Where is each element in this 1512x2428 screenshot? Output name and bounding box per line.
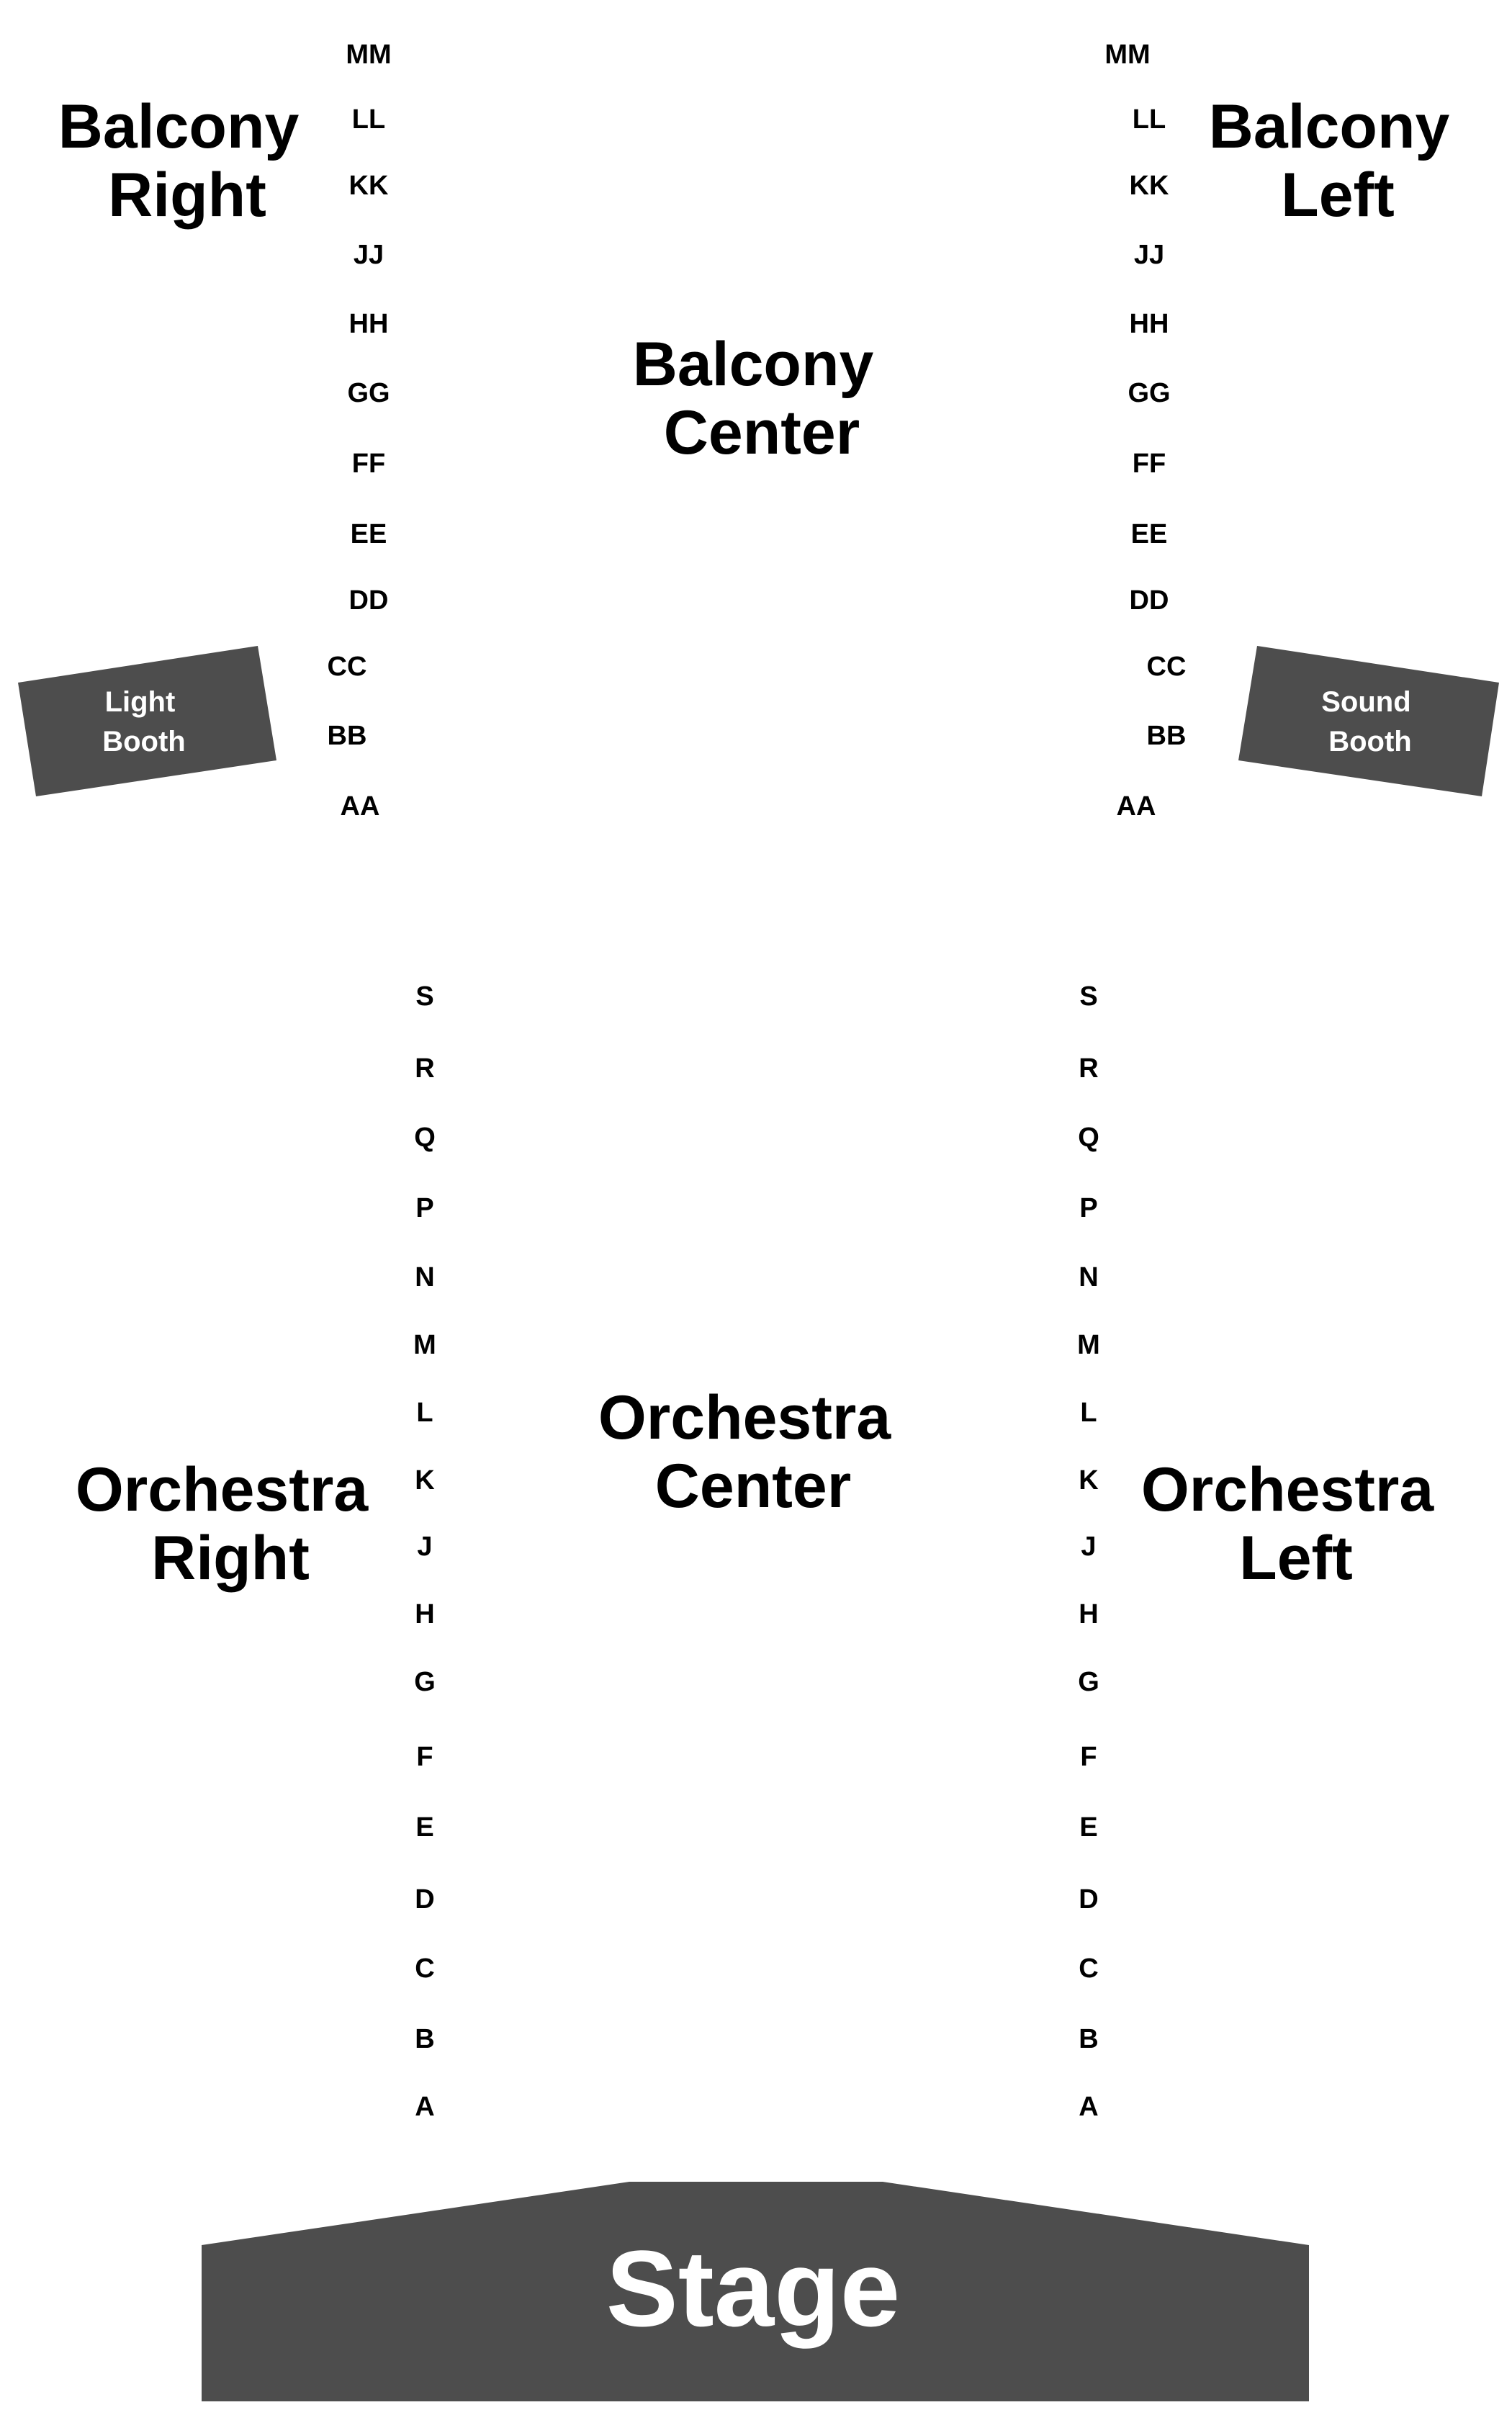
balcony-right-row-gg[interactable]: GG bbox=[347, 378, 390, 408]
orchestra-left-row-m[interactable]: M bbox=[1077, 1330, 1100, 1360]
orchestra-right-row-l[interactable]: L bbox=[416, 1398, 433, 1428]
sound-booth[interactable]: Sound Booth bbox=[1238, 646, 1499, 796]
section-orchestra-center[interactable]: Orchestra Center bbox=[598, 1383, 908, 1521]
balcony-left-row-hh[interactable]: HH bbox=[1130, 309, 1169, 339]
orchestra-left-row-labels: S R Q P N M L K J H G F E D C B A bbox=[1077, 981, 1100, 2122]
orchestra-left-row-s[interactable]: S bbox=[1079, 981, 1097, 1012]
section-balcony-right-line1: Balcony bbox=[58, 92, 300, 161]
balcony-left-row-ee[interactable]: EE bbox=[1131, 519, 1168, 549]
orchestra-left-row-d[interactable]: D bbox=[1079, 1884, 1098, 1915]
sound-booth-label-line2: Booth bbox=[1328, 726, 1412, 757]
orchestra-left-row-p[interactable]: P bbox=[1079, 1193, 1097, 1223]
section-balcony-right[interactable]: Balcony Right bbox=[58, 92, 316, 230]
balcony-left-row-aa[interactable]: AA bbox=[1117, 791, 1156, 822]
orchestra-right-row-a[interactable]: A bbox=[415, 2092, 434, 2122]
balcony-left-row-bb[interactable]: BB bbox=[1147, 721, 1187, 751]
section-orchestra-right[interactable]: Orchestra Right bbox=[76, 1455, 385, 1593]
orchestra-right-row-j[interactable]: J bbox=[417, 1532, 432, 1562]
light-booth-shape bbox=[18, 646, 276, 796]
section-orchestra-center-line1: Orchestra bbox=[598, 1383, 891, 1452]
stage-shape bbox=[202, 2182, 1309, 2401]
balcony-left-row-dd[interactable]: DD bbox=[1130, 585, 1169, 616]
section-balcony-center[interactable]: Balcony Center bbox=[633, 330, 891, 467]
light-booth[interactable]: Light Booth bbox=[18, 646, 276, 796]
balcony-left-row-jj[interactable]: JJ bbox=[1134, 240, 1164, 270]
orchestra-left-row-e[interactable]: E bbox=[1079, 1812, 1097, 1843]
orchestra-left-row-q[interactable]: Q bbox=[1078, 1123, 1099, 1153]
balcony-right-row-ll[interactable]: LL bbox=[352, 104, 385, 135]
orchestra-right-row-h[interactable]: H bbox=[415, 1599, 434, 1629]
orchestra-right-row-q[interactable]: Q bbox=[414, 1123, 436, 1153]
balcony-right-row-ee[interactable]: EE bbox=[351, 519, 387, 549]
section-balcony-center-line2: Center bbox=[664, 398, 860, 467]
balcony-left-row-ll[interactable]: LL bbox=[1133, 104, 1166, 135]
orchestra-right-row-e[interactable]: E bbox=[415, 1812, 433, 1843]
orchestra-right-row-n[interactable]: N bbox=[415, 1262, 434, 1292]
balcony-right-row-bb[interactable]: BB bbox=[328, 721, 367, 751]
section-balcony-center-line1: Balcony bbox=[633, 330, 874, 399]
orchestra-left-row-n[interactable]: N bbox=[1079, 1262, 1098, 1292]
balcony-left-row-cc[interactable]: CC bbox=[1147, 652, 1187, 682]
orchestra-right-row-b[interactable]: B bbox=[415, 2024, 434, 2054]
balcony-right-row-ff[interactable]: FF bbox=[352, 449, 385, 479]
balcony-right-row-jj[interactable]: JJ bbox=[354, 240, 384, 270]
balcony-right-row-mm[interactable]: MM bbox=[346, 40, 391, 70]
light-booth-label-line2: Booth bbox=[102, 726, 186, 757]
sound-booth-label: Sound Booth bbox=[1321, 686, 1419, 757]
balcony-left-row-kk[interactable]: KK bbox=[1130, 171, 1169, 201]
orchestra-right-row-k[interactable]: K bbox=[415, 1465, 435, 1496]
balcony-right-row-aa[interactable]: AA bbox=[341, 791, 380, 822]
orchestra-right-row-labels: S R Q P N M L K J H G F E D C B A bbox=[413, 981, 436, 2122]
balcony-right-row-labels: MM LL KK JJ HH GG FF EE DD CC BB AA bbox=[328, 40, 392, 822]
light-booth-label-line1: Light bbox=[105, 686, 176, 718]
orchestra-right-row-g[interactable]: G bbox=[414, 1667, 436, 1697]
balcony-left-row-ff[interactable]: FF bbox=[1133, 449, 1166, 479]
orchestra-left-row-g[interactable]: G bbox=[1078, 1667, 1099, 1697]
orchestra-right-row-d[interactable]: D bbox=[415, 1884, 434, 1915]
section-balcony-left-line2: Left bbox=[1281, 161, 1395, 230]
orchestra-left-row-c[interactable]: C bbox=[1079, 1953, 1098, 1984]
section-balcony-right-line2: Right bbox=[108, 161, 266, 230]
balcony-left-row-mm[interactable]: MM bbox=[1104, 40, 1150, 70]
orchestra-left-row-a[interactable]: A bbox=[1079, 2092, 1098, 2122]
balcony-left-row-gg[interactable]: GG bbox=[1128, 378, 1170, 408]
orchestra-left-row-j[interactable]: J bbox=[1081, 1532, 1096, 1562]
balcony-right-row-kk[interactable]: KK bbox=[349, 171, 389, 201]
balcony-right-row-dd[interactable]: DD bbox=[349, 585, 389, 616]
sound-booth-shape bbox=[1238, 646, 1499, 796]
orchestra-right-row-f[interactable]: F bbox=[416, 1742, 433, 1772]
orchestra-left-row-b[interactable]: B bbox=[1079, 2024, 1098, 2054]
orchestra-right-row-m[interactable]: M bbox=[413, 1330, 436, 1360]
section-balcony-left[interactable]: Balcony Left bbox=[1209, 92, 1467, 230]
sound-booth-label-line1: Sound bbox=[1321, 686, 1410, 718]
balcony-right-row-cc[interactable]: CC bbox=[328, 652, 367, 682]
section-orchestra-right-line1: Orchestra bbox=[76, 1455, 369, 1524]
orchestra-right-row-s[interactable]: S bbox=[415, 981, 433, 1012]
orchestra-left-row-h[interactable]: H bbox=[1079, 1599, 1098, 1629]
orchestra-right-row-r[interactable]: R bbox=[415, 1053, 434, 1084]
light-booth-label: Light Booth bbox=[102, 686, 186, 757]
balcony-right-row-hh[interactable]: HH bbox=[349, 309, 389, 339]
section-balcony-left-line1: Balcony bbox=[1209, 92, 1450, 161]
section-orchestra-left-line2: Left bbox=[1239, 1524, 1353, 1593]
stage[interactable]: Stage bbox=[202, 2182, 1309, 2401]
section-orchestra-left[interactable]: Orchestra Left bbox=[1141, 1455, 1451, 1593]
stage-label: Stage bbox=[606, 2228, 900, 2349]
orchestra-left-row-f[interactable]: F bbox=[1080, 1742, 1097, 1772]
section-orchestra-center-line2: Center bbox=[655, 1452, 851, 1521]
orchestra-right-row-c[interactable]: C bbox=[415, 1953, 434, 1984]
orchestra-left-row-l[interactable]: L bbox=[1080, 1398, 1097, 1428]
section-orchestra-left-line1: Orchestra bbox=[1141, 1455, 1434, 1524]
section-orchestra-right-line2: Right bbox=[151, 1524, 310, 1593]
orchestra-right-row-p[interactable]: P bbox=[415, 1193, 433, 1223]
orchestra-left-row-r[interactable]: R bbox=[1079, 1053, 1098, 1084]
balcony-left-row-labels: MM LL KK JJ HH GG FF EE DD CC BB AA bbox=[1104, 40, 1186, 822]
orchestra-left-row-k[interactable]: K bbox=[1079, 1465, 1099, 1496]
